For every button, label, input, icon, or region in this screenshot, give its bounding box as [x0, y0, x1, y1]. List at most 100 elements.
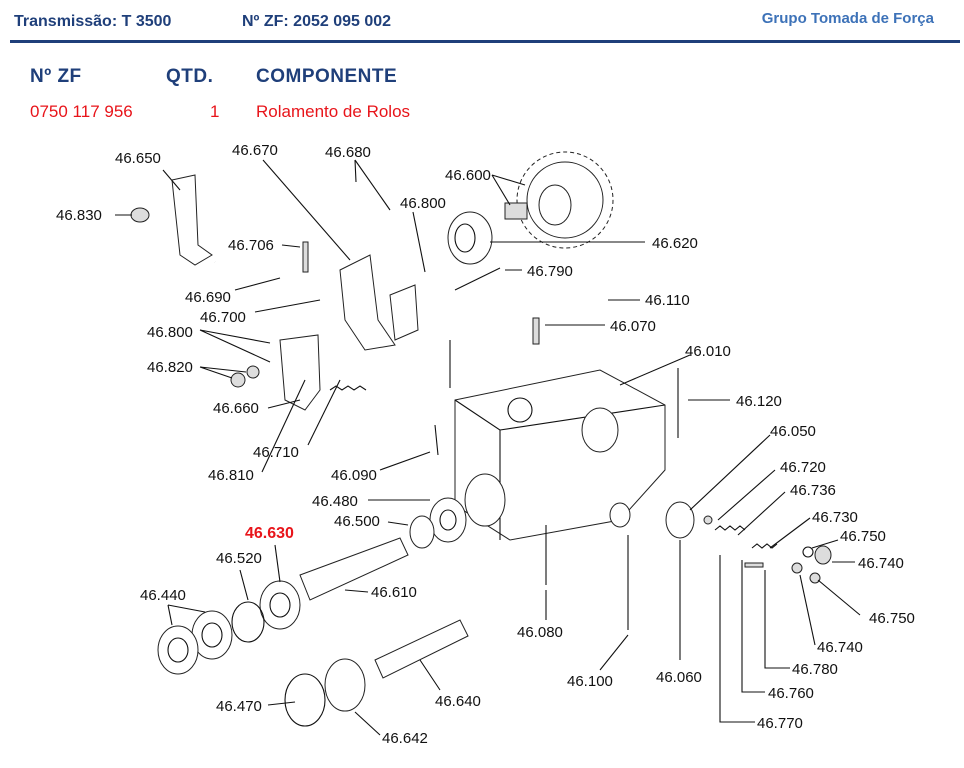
- part-label: 46.060: [656, 669, 702, 686]
- part-label: 46.780: [792, 661, 838, 678]
- part-label: 46.120: [736, 393, 782, 410]
- plug-740: [814, 545, 832, 565]
- part-label: 46.110: [645, 292, 690, 309]
- snap-ring-520: [231, 601, 265, 643]
- bearing-630-inner: [269, 592, 291, 618]
- part-label: 46.690: [185, 289, 231, 306]
- leader-736: [737, 491, 786, 536]
- row-component-value: Rolamento de Rolos: [256, 102, 411, 121]
- leader-800b: [199, 329, 271, 363]
- leader-440: [167, 604, 206, 626]
- part-label: 46.820: [147, 359, 193, 376]
- bearing-480-inner: [439, 509, 457, 531]
- ring-740b: [791, 562, 803, 574]
- bearing-440a-inner: [201, 622, 223, 648]
- part-label: 46.700: [200, 309, 246, 326]
- part-label: 46.650: [115, 150, 161, 167]
- spring-730: [751, 543, 778, 549]
- ring-750b: [809, 572, 821, 584]
- zf-number-title: Nº ZF: 2052 095 002: [242, 13, 392, 30]
- part-label: 46.640: [435, 693, 481, 710]
- leader-780: [764, 570, 790, 669]
- shaft-610: [299, 537, 409, 601]
- shift-shaft: [213, 258, 357, 329]
- leader-750a: [811, 539, 839, 549]
- ball-050: [703, 515, 713, 525]
- leader-750b: [817, 579, 861, 616]
- leader-lines: [115, 159, 861, 736]
- sleeve-inner: [454, 223, 476, 253]
- leader-600: [491, 174, 526, 206]
- leader-760: [741, 560, 765, 693]
- plug-060: [665, 501, 695, 539]
- part-label: 46.770: [757, 715, 803, 732]
- bearing-440b: [157, 625, 199, 675]
- part-label: 46.740: [858, 555, 904, 572]
- part-labels: 46.650 46.670 46.680 46.600 46.830 46.80…: [56, 142, 915, 747]
- leader-610: [344, 589, 369, 593]
- part-label: 46.720: [780, 459, 826, 476]
- bracket-670: [339, 254, 396, 351]
- gear-hub: [538, 184, 572, 226]
- part-label: 46.810: [208, 467, 254, 484]
- leader-050: [689, 434, 771, 511]
- col-header-zf: Nº ZF: [30, 66, 82, 87]
- plate-660: [279, 334, 321, 411]
- part-label: 46.080: [517, 624, 563, 641]
- transmission-title: Transmissão: T 3500: [14, 13, 172, 30]
- leader-642: [354, 711, 381, 736]
- part-label: 46.790: [527, 263, 573, 280]
- part-label: 46.760: [768, 685, 814, 702]
- leader-670: [262, 159, 351, 261]
- leader-720: [717, 469, 776, 521]
- leader-640: [419, 659, 441, 691]
- part-label: 46.480: [312, 493, 358, 510]
- part-label: 46.470: [216, 698, 262, 715]
- housing-bore-left: [464, 473, 506, 527]
- spring-710: [329, 385, 367, 391]
- leader-740b: [799, 574, 816, 646]
- part-label: 46.740: [817, 639, 863, 656]
- housing-port: [609, 502, 631, 528]
- leader-820: [199, 366, 247, 379]
- part-label: 46.736: [790, 482, 836, 499]
- leader-800a: [412, 211, 426, 273]
- leader-706: [281, 244, 301, 248]
- part-label: 46.100: [567, 673, 613, 690]
- leader-630: [274, 544, 281, 583]
- part-label: 46.750: [869, 610, 915, 627]
- part-label: 46.670: [232, 142, 278, 159]
- leader-770: [719, 555, 755, 723]
- washer-500: [409, 515, 435, 549]
- leader-500: [387, 521, 409, 526]
- gear-bushing: [504, 202, 528, 220]
- part-label: 46.610: [371, 584, 417, 601]
- part-label: 46.600: [445, 167, 491, 184]
- leader-470: [267, 701, 296, 706]
- pin-780: [744, 562, 764, 568]
- row-qty-value: 1: [210, 102, 220, 121]
- part-label: 46.520: [216, 550, 262, 567]
- leader-010: [619, 354, 691, 386]
- part-label: 46.620: [652, 235, 698, 252]
- part-label: 46.440: [140, 587, 186, 604]
- part-label: 46.710: [253, 444, 299, 461]
- leader-650: [162, 169, 181, 191]
- ring-750: [802, 546, 814, 558]
- header-bar: Transmissão: T 3500 Nº ZF: 2052 095 002 …: [0, 0, 964, 42]
- pin-706: [302, 241, 309, 273]
- bracket-plate: [389, 284, 419, 341]
- housing-bore-top: [581, 407, 619, 453]
- leader-690: [234, 277, 281, 291]
- nut-820a: [230, 372, 246, 388]
- part-label: 46.800: [400, 195, 446, 212]
- bearing-440b-inner: [167, 637, 189, 663]
- part-label: 46.660: [213, 400, 259, 417]
- part-label: 46.830: [56, 207, 102, 224]
- bearing-480: [429, 497, 467, 543]
- leader-700: [254, 299, 321, 313]
- nut-820b: [246, 365, 260, 379]
- col-header-component: COMPONENTE: [256, 66, 398, 87]
- leader-100: [599, 634, 629, 671]
